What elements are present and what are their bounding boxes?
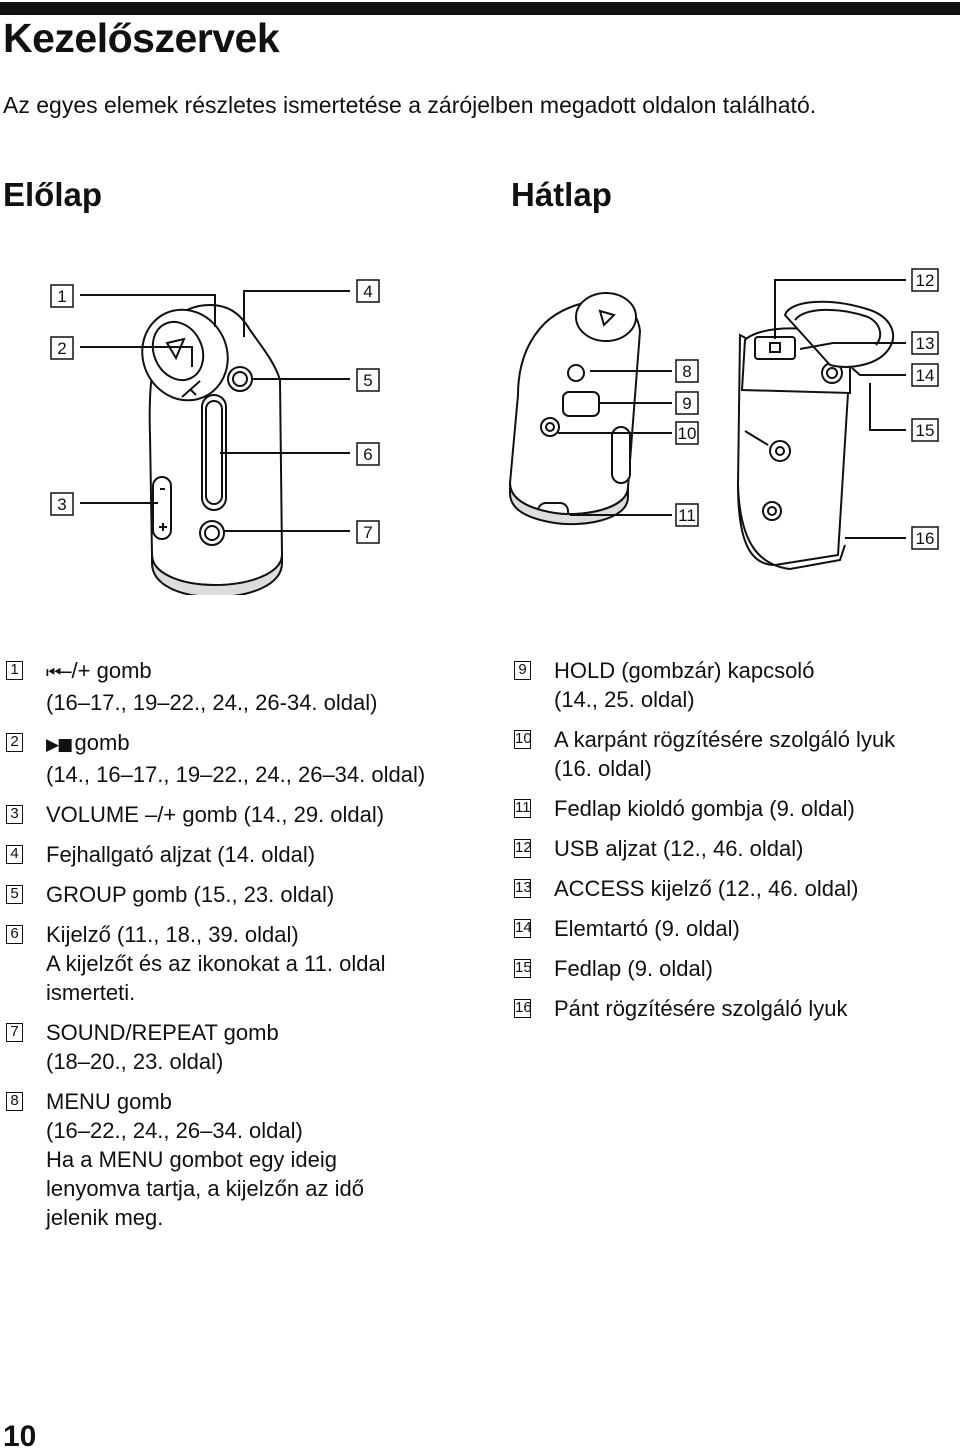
play-stop-icon: ▶■: [46, 735, 75, 755]
item-label: USB aljzat (12., 46. oldal): [554, 836, 804, 861]
callout-4: 4: [363, 282, 372, 301]
item-label: –/+ gomb: [59, 658, 152, 683]
item-number: 3: [6, 805, 23, 824]
legend-item-11: 11 Fedlap kioldó gombja (9. oldal): [514, 794, 944, 823]
item-number: 11: [514, 799, 531, 818]
intro-text: Az egyes elemek részletes ismertetése a …: [3, 92, 817, 118]
callout-5: 5: [363, 371, 372, 390]
item-label: Fejhallgató aljzat (14. oldal): [46, 842, 316, 867]
front-right-callouts: 4 5 6 7: [356, 279, 380, 544]
item-detail: Ha a MENU gombot egy ideig: [46, 1147, 338, 1172]
callout-8: 8: [682, 362, 691, 381]
item-label: Pánt rögzítésére szolgáló lyuk: [554, 996, 848, 1021]
legend-item-10: 10 A karpánt rögzítésére szolgáló lyuk (…: [514, 725, 944, 783]
item-label: HOLD (gombzár) kapcsoló: [554, 658, 815, 683]
legend-left-column: 1 ⏮︎–/+ gomb (16–17., 19–22., 24., 26-34…: [6, 656, 436, 1243]
item-number: 10: [514, 730, 532, 749]
legend-item-12: 12 USB aljzat (12., 46. oldal): [514, 834, 944, 863]
back-view-title: Hátlap: [511, 176, 612, 213]
item-label: A karpánt rögzítésére szolgáló lyuk: [554, 727, 896, 752]
callout-7: 7: [363, 523, 372, 542]
top-rule: [0, 2, 960, 15]
callout-13: 13: [916, 334, 935, 353]
item-label: ACCESS kijelző (12., 46. oldal): [554, 876, 859, 901]
item-label: GROUP gomb (15., 23. oldal): [46, 882, 335, 907]
item-label: SOUND/REPEAT gomb: [46, 1020, 279, 1045]
item-detail: A kijelzőt és az ikonokat a 11. oldal: [46, 951, 386, 976]
item-label: VOLUME –/+ gomb (14., 29. oldal): [46, 802, 385, 827]
legend-right-column: 9 HOLD (gombzár) kapcsoló (14., 25. olda…: [514, 656, 944, 1034]
item-number: 5: [6, 885, 23, 904]
legend-item-9: 9 HOLD (gombzár) kapcsoló (14., 25. olda…: [514, 656, 944, 714]
item-label: Kijelző (11., 18., 39. oldal): [46, 922, 299, 947]
legend-item-13: 13 ACCESS kijelző (12., 46. oldal): [514, 874, 944, 903]
callout-11: 11: [678, 506, 696, 525]
item-label: Fedlap kioldó gombja (9. oldal): [554, 796, 855, 821]
item-number: 7: [6, 1023, 23, 1042]
legend-item-2: 2 ▶■ gomb (14., 16–17., 19–22., 24., 26–…: [6, 728, 436, 789]
prev-next-icon: ⏮︎: [46, 663, 61, 683]
legend-item-15: 15 Fedlap (9. oldal): [514, 954, 944, 983]
legend-item-16: 16 Pánt rögzítésére szolgáló lyuk: [514, 994, 944, 1023]
callout-12: 12: [916, 271, 935, 290]
front-view-title: Előlap: [3, 176, 103, 213]
item-number: 2: [6, 733, 23, 752]
item-number: 6: [6, 925, 23, 944]
item-detail: (16–17., 19–22., 24., 26-34. oldal): [46, 690, 378, 715]
callout-15: 15: [916, 421, 935, 440]
item-detail: (16. oldal): [554, 756, 652, 781]
item-number: 15: [514, 959, 532, 978]
item-number: 8: [6, 1092, 23, 1111]
item-label: gomb: [74, 730, 130, 755]
page-number: 10: [3, 1420, 37, 1453]
legend-item-7: 7 SOUND/REPEAT gomb (18–20., 23. oldal): [6, 1018, 436, 1076]
callout-10: 10: [678, 424, 697, 443]
legend-item-5: 5 GROUP gomb (15., 23. oldal): [6, 880, 436, 909]
callout-3: 3: [57, 495, 66, 514]
item-number: 13: [514, 879, 532, 898]
legend-item-8: 8 MENU gomb (16–22., 24., 26–34. oldal) …: [6, 1087, 436, 1232]
item-detail: (14., 25. oldal): [554, 687, 695, 712]
legend-item-3: 3 VOLUME –/+ gomb (14., 29. oldal): [6, 800, 436, 829]
item-number: 9: [514, 661, 531, 680]
item-number: 12: [514, 839, 532, 858]
front-left-callouts: 1 2 3: [50, 284, 74, 516]
item-label: Elemtartó (9. oldal): [554, 916, 740, 941]
item-detail: jelenik meg.: [46, 1205, 164, 1230]
item-number: 1: [6, 661, 23, 680]
legend-item-6: 6 Kijelző (11., 18., 39. oldal) A kijelz…: [6, 920, 436, 1007]
callout-6: 6: [363, 445, 372, 464]
legend-item-4: 4 Fejhallgató aljzat (14. oldal): [6, 840, 436, 869]
item-detail: (14., 16–17., 19–22., 24., 26–34. oldal): [46, 762, 426, 787]
callout-9: 9: [682, 394, 691, 413]
item-detail: (18–20., 23. oldal): [46, 1049, 224, 1074]
item-number: 14: [514, 919, 532, 938]
back-callouts: 8 9 10 11 12 13 14 15 16: [675, 268, 939, 550]
item-label: Fedlap (9. oldal): [554, 956, 713, 981]
callout-1: 1: [57, 287, 66, 306]
back-device-body: [508, 292, 895, 571]
legend-item-14: 14 Elemtartó (9. oldal): [514, 914, 944, 943]
callout-2: 2: [57, 339, 66, 358]
item-number: 16: [514, 999, 532, 1018]
item-detail: lenyomva tartja, a kijelzőn az idő: [46, 1176, 364, 1201]
page-title: Kezelőszervek: [3, 15, 280, 61]
device-illustration: 1 2 3 4 5 6 7 8 9 10 11 12 13 14 15 16: [50, 268, 939, 595]
legend-item-1: 1 ⏮︎–/+ gomb (16–17., 19–22., 24., 26-34…: [6, 656, 436, 717]
front-device-body: [141, 303, 284, 595]
item-label: MENU gomb: [46, 1089, 172, 1114]
item-detail: (16–22., 24., 26–34. oldal): [46, 1118, 303, 1143]
item-detail: ismerteti.: [46, 980, 136, 1005]
callout-16: 16: [916, 529, 935, 548]
callout-14: 14: [916, 366, 935, 385]
item-number: 4: [6, 845, 23, 864]
